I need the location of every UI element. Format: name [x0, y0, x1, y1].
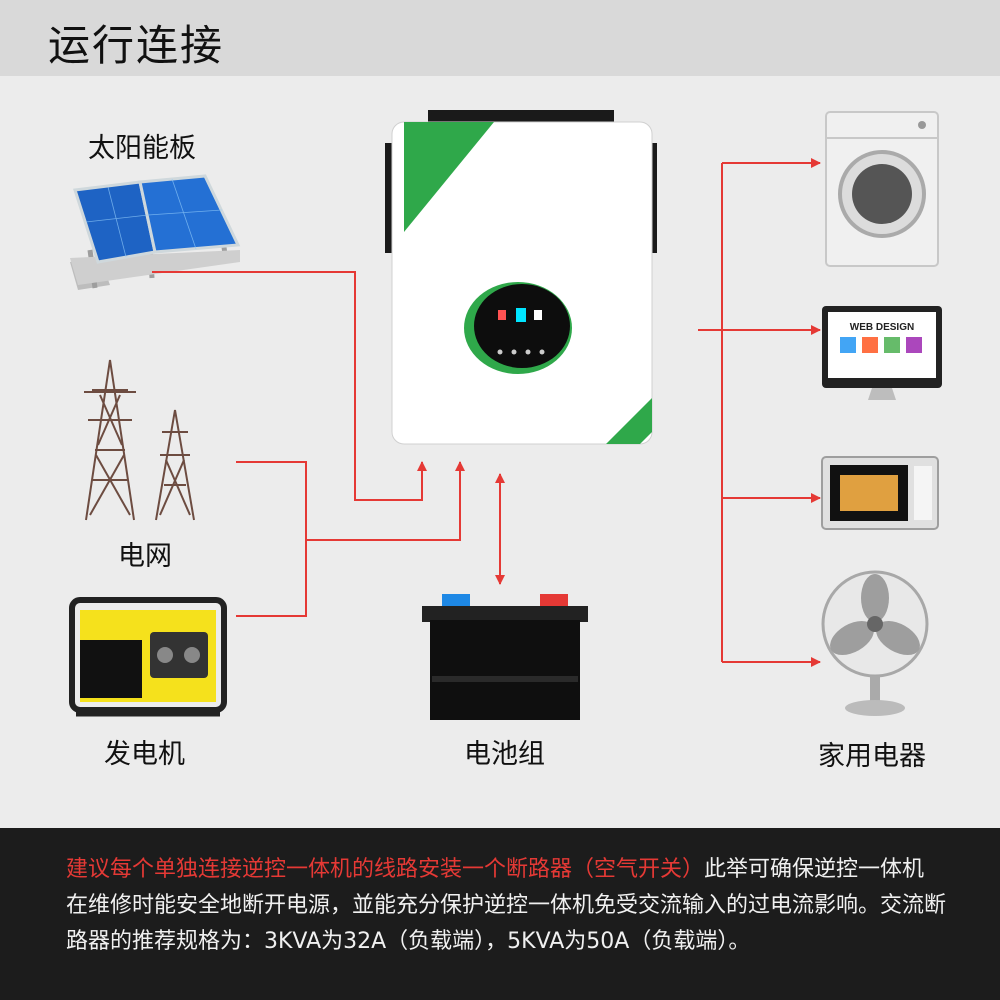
- battery-icon: [422, 594, 588, 720]
- generator-icon: [69, 597, 227, 717]
- connection-lines: [152, 158, 821, 667]
- monitor-icon: [822, 306, 942, 400]
- footer-note: 建议每个单独连接逆控一体机的线路安装一个断路器（空气开关）此举可确保逆控一体机在…: [0, 828, 1000, 1000]
- battery-label: 电池组: [464, 739, 545, 770]
- generator-label: 发电机: [104, 739, 185, 770]
- appliances-label: 家用电器: [818, 741, 926, 772]
- power-tower-icon: [84, 359, 195, 521]
- connection-diagram: WEB DESIGN: [69, 110, 942, 720]
- page-title: 运行连接: [48, 21, 225, 70]
- grid-label: 电网: [118, 541, 172, 572]
- inverter-icon: [385, 110, 657, 445]
- footer-text: 建议每个单独连接逆控一体机的线路安装一个断路器（空气开关）此举可确保逆控一体机在…: [66, 852, 946, 960]
- monitor-screen-text: WEB DESIGN: [850, 322, 914, 333]
- solar-label: 太阳能板: [88, 133, 196, 164]
- fan-icon: [821, 570, 929, 716]
- microwave-icon: [821, 456, 939, 530]
- solar-panel-icon: [70, 174, 241, 290]
- footer-body: 此举可确保逆控一体机在维修时能安全地断开电源，並能充分保护逆控一体机免受交流输入…: [66, 857, 947, 954]
- washing-machine-icon: [825, 111, 939, 267]
- header-bar: 运行连接: [0, 0, 1000, 76]
- footer-highlight: 建议每个单独连接逆控一体机的线路安装一个断路器（空气开关）: [66, 857, 705, 882]
